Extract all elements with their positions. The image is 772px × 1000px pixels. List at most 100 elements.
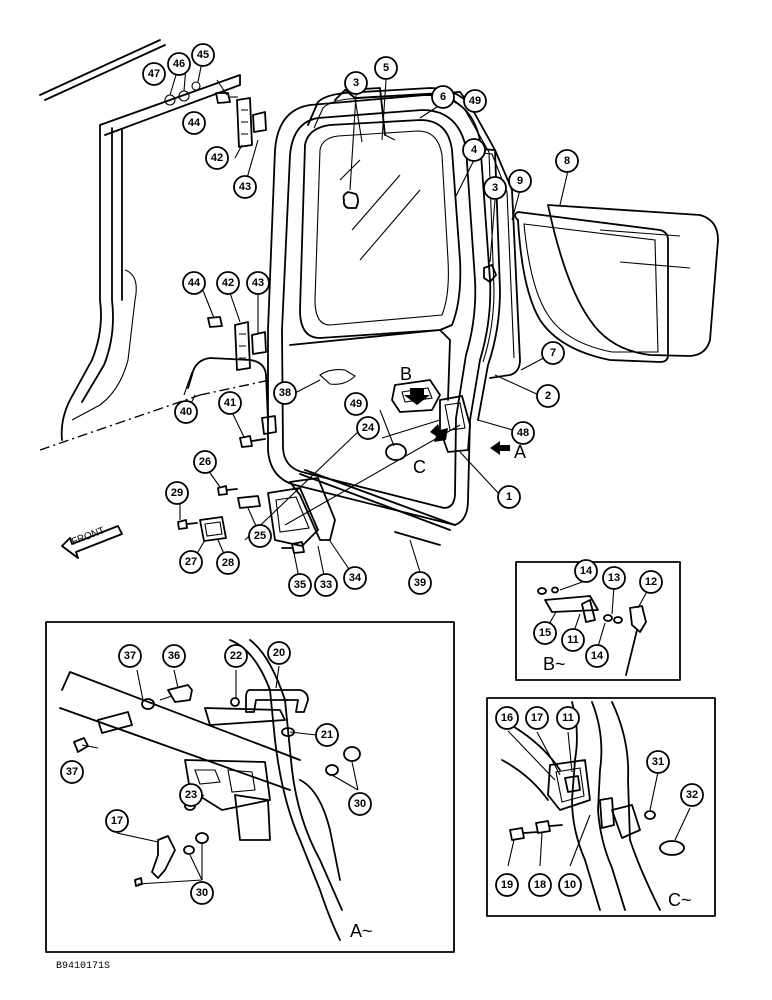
callout-number: 2	[545, 390, 551, 402]
callout-number: 48	[517, 427, 529, 439]
callout-circle	[314, 573, 338, 597]
callout-number: 28	[222, 557, 234, 569]
callout-26: 26	[193, 450, 217, 474]
callout-number: 26	[199, 456, 211, 468]
callout-32: 32	[680, 783, 704, 807]
view-arrows	[404, 388, 510, 455]
callout-number: 13	[608, 572, 620, 584]
callout-37: 37	[118, 644, 142, 668]
callout-number: 44	[188, 117, 201, 129]
callout-circle	[216, 551, 240, 575]
callout-circle	[558, 873, 582, 897]
callout-number: 25	[254, 530, 266, 542]
callout-circle	[497, 485, 521, 509]
callout-35: 35	[288, 573, 312, 597]
callout-circle	[555, 149, 579, 173]
callout-2: 2	[536, 384, 560, 408]
callout-47: 47	[142, 62, 166, 86]
callout-28: 28	[216, 551, 240, 575]
callout-17: 17	[105, 809, 129, 833]
callout-circle	[218, 391, 242, 415]
callout-circle	[182, 111, 206, 135]
callout-17: 17	[525, 706, 549, 730]
callout-number: 14	[580, 565, 593, 577]
callout-number: 5	[383, 62, 389, 74]
callout-11: 11	[556, 706, 580, 730]
callout-circle	[463, 89, 487, 113]
callout-3: 3	[483, 176, 507, 200]
front-label: FRONT	[70, 525, 106, 548]
callout-circle	[142, 62, 166, 86]
callout-20: 20	[267, 641, 291, 665]
callout-number: 40	[180, 406, 192, 418]
lower-door-parts	[177, 424, 461, 554]
callout-number: 11	[567, 634, 579, 646]
callout-number: 12	[645, 576, 657, 588]
callout-number: 49	[350, 398, 362, 410]
callout-circle	[191, 43, 215, 67]
glass-run-seal	[464, 147, 521, 379]
callout-circle	[511, 421, 535, 445]
view-label-a: A	[514, 442, 526, 462]
callout-number: 24	[362, 422, 375, 434]
callout-number: 34	[349, 572, 362, 584]
callout-1: 1	[497, 485, 521, 509]
callout-number: 3	[353, 77, 359, 89]
callout-circle	[162, 644, 186, 668]
callout-circle	[167, 52, 191, 76]
callout-number: 19	[501, 879, 513, 891]
callout-43: 43	[233, 175, 257, 199]
front-arrow: FRONT	[61, 525, 123, 559]
callout-number: 43	[252, 277, 264, 289]
callout-3: 3	[344, 71, 368, 95]
callout-circle	[680, 783, 704, 807]
callout-10: 10	[558, 873, 582, 897]
callout-number: 39	[414, 577, 426, 589]
callout-number: 30	[354, 798, 366, 810]
callout-24: 24	[356, 416, 380, 440]
callout-number: 47	[148, 68, 160, 80]
callout-circle	[216, 271, 240, 295]
callout-46: 46	[167, 52, 191, 76]
callout-36: 36	[162, 644, 186, 668]
callout-number: 37	[66, 766, 78, 778]
inset-b-label: B~	[543, 654, 566, 674]
callout-circle	[224, 644, 248, 668]
callout-circle	[541, 341, 565, 365]
callout-number: 17	[111, 815, 123, 827]
callout-circle	[646, 750, 670, 774]
callout-45: 45	[191, 43, 215, 67]
callout-circle	[533, 621, 557, 645]
glass-gasket	[514, 211, 669, 363]
cab-body	[39, 39, 271, 451]
callout-number: 3	[492, 182, 498, 194]
callout-31: 31	[646, 750, 670, 774]
callout-number: 45	[197, 49, 209, 61]
callout-44: 44	[182, 271, 206, 295]
callout-number: 14	[591, 650, 604, 662]
callout-number: 6	[440, 91, 446, 103]
callout-circle	[246, 271, 270, 295]
callout-circle	[556, 706, 580, 730]
callout-number: 49	[469, 95, 481, 107]
callout-number: 38	[279, 387, 291, 399]
callout-number: 29	[171, 487, 183, 499]
callout-number: 22	[230, 650, 242, 662]
callout-circle	[561, 628, 585, 652]
callout-circle	[179, 550, 203, 574]
callout-circle	[374, 56, 398, 80]
callout-number: 21	[321, 729, 333, 741]
callout-29: 29	[165, 481, 189, 505]
callout-42: 42	[205, 146, 229, 170]
callout-circle	[495, 706, 519, 730]
callout-circle	[165, 481, 189, 505]
callout-30: 30	[190, 881, 214, 905]
callout-number: 9	[517, 175, 523, 187]
callout-circle	[348, 792, 372, 816]
callout-circle	[193, 450, 217, 474]
upper-hinge	[164, 81, 267, 148]
view-label-c: C	[413, 457, 426, 477]
callout-circle	[190, 881, 214, 905]
